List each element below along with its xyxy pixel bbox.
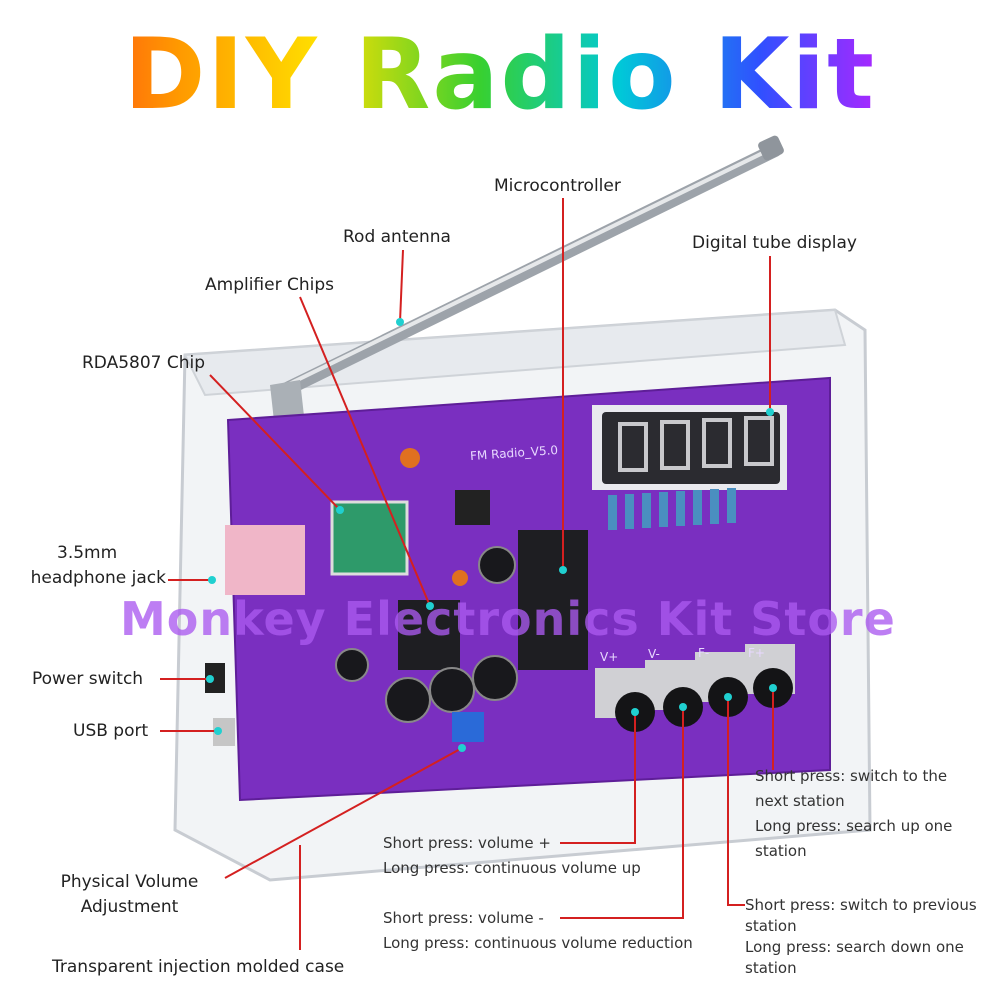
button-marking-vplus: V+ bbox=[600, 650, 619, 664]
leader-lines bbox=[160, 198, 774, 950]
label-microcontroller: Microcontroller bbox=[494, 176, 621, 196]
label-volume-adjustment-line2: Adjustment bbox=[80, 897, 179, 917]
label-volume-adjustment-line1: Physical Volume bbox=[60, 872, 199, 892]
label-usb-port: USB port bbox=[73, 721, 149, 741]
note-line: Short press: switch to the bbox=[755, 767, 948, 785]
usb-port bbox=[213, 718, 235, 746]
resistor-array bbox=[608, 488, 736, 530]
note-line: Long press: search down one bbox=[745, 938, 964, 956]
label-amplifier-chips: Amplifier Chips bbox=[205, 275, 335, 295]
title: DIY Radio Kit bbox=[0, 18, 1000, 132]
power-switch bbox=[205, 663, 225, 693]
label-headphone-jack-line1: 3.5mm bbox=[57, 543, 118, 563]
note-volume-down: Short press: volume - Long press: contin… bbox=[383, 906, 693, 956]
label-headphone-jack-line2: headphone jack bbox=[30, 568, 166, 588]
button-marking-fminus: F- bbox=[698, 646, 710, 660]
label-rod-antenna: Rod antenna bbox=[343, 227, 451, 247]
button-marking-vminus: V- bbox=[648, 647, 660, 661]
volume-potentiometer bbox=[452, 712, 484, 742]
label-digital-tube-display: Digital tube display bbox=[692, 233, 857, 253]
label-rda5807-chip: RDA5807 Chip bbox=[82, 353, 206, 373]
antenna-tip bbox=[758, 135, 784, 161]
note-line: Short press: volume + bbox=[383, 834, 551, 852]
watermark: Monkey Electronics Kit Store bbox=[120, 592, 896, 646]
leader-dots bbox=[206, 318, 777, 752]
rda5807-chip bbox=[330, 500, 409, 576]
note-prev-station: Short press: switch to previous station … bbox=[745, 895, 977, 979]
label-power-switch: Power switch bbox=[32, 669, 144, 689]
note-line: Short press: switch to previous bbox=[745, 896, 977, 914]
note-volume-up: Short press: volume + Long press: contin… bbox=[383, 831, 641, 881]
rod-antenna bbox=[278, 143, 782, 397]
note-line: Short press: volume - bbox=[383, 909, 544, 927]
button-marking-fplus: F+ bbox=[748, 646, 765, 660]
note-line: station bbox=[745, 917, 797, 935]
amplifier-chip bbox=[398, 600, 460, 670]
note-line: Long press: continuous volume reduction bbox=[383, 934, 693, 952]
note-line: next station bbox=[755, 792, 845, 810]
note-next-station: Short press: switch to the next station … bbox=[755, 764, 952, 864]
label-headphone-jack: 3.5mm headphone jack bbox=[16, 541, 166, 591]
display-digits bbox=[618, 416, 774, 472]
label-case: Transparent injection molded case bbox=[52, 957, 345, 977]
note-line: Long press: continuous volume up bbox=[383, 859, 641, 877]
microcontroller-chip bbox=[518, 530, 588, 670]
headphone-jack bbox=[225, 525, 305, 595]
note-line: station bbox=[745, 959, 797, 977]
note-line: station bbox=[755, 842, 807, 860]
case-top bbox=[183, 308, 847, 397]
note-line: Long press: search up one bbox=[755, 817, 953, 835]
label-volume-adjustment: Physical Volume Adjustment bbox=[52, 870, 207, 920]
